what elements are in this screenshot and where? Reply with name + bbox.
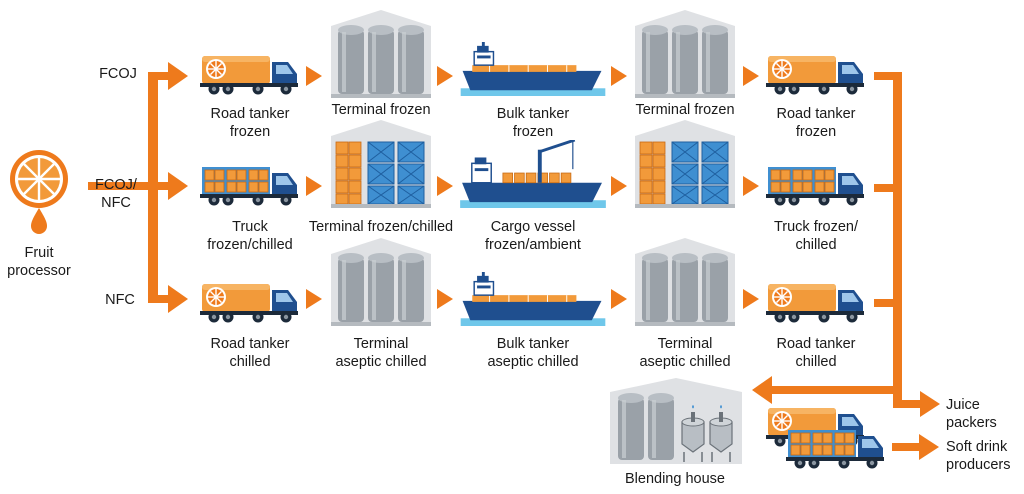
orange-slice-icon <box>9 149 69 209</box>
row-product-label-nfc: NFC <box>105 292 135 308</box>
flow-lines <box>88 62 940 460</box>
to-juice-packers-line <box>893 400 921 408</box>
bulk-tanker-ship-icon <box>460 42 606 96</box>
row-chevrons-fcoj <box>306 66 759 86</box>
road-tanker-icon <box>766 55 865 96</box>
road-tanker-icon <box>200 283 299 324</box>
bulk-tanker-ship-icon <box>460 272 606 326</box>
silo-terminal-icon <box>331 10 431 98</box>
right-stub-fcoj-nfc <box>874 184 900 192</box>
step-label: Road tanker chilled <box>776 336 856 370</box>
step-label: Terminal aseptic chilled <box>639 336 731 370</box>
step-label: Terminal frozen/chilled <box>308 219 454 235</box>
to-juice-packers-arrow <box>920 391 940 417</box>
row-product-label-fcoj: FCOJ <box>99 66 137 82</box>
branch-line-fcoj <box>148 72 170 80</box>
branch-arrow-nfc <box>168 285 188 313</box>
row-chevrons-fcoj-nfc <box>306 176 759 196</box>
to-soft-drink-line <box>892 443 920 451</box>
juice-drop-icon <box>31 208 47 234</box>
branch-line-fcoj-nfc <box>148 182 170 190</box>
source-label: Fruit processor <box>7 245 71 279</box>
cargo-vessel-icon <box>460 140 606 208</box>
source-feed-line <box>88 182 148 190</box>
to-soft-drink-arrow <box>919 434 939 460</box>
right-trunk-line <box>893 72 902 404</box>
branch-arrow-fcoj <box>168 62 188 90</box>
step-label: Truck frozen/chilled <box>207 219 293 253</box>
step-label: Road tanker chilled <box>210 336 290 370</box>
pallet-terminal-icon <box>330 119 432 208</box>
row-fcoj <box>200 10 865 98</box>
step-label: Bulk tanker aseptic chilled <box>487 336 579 370</box>
row-chevrons-nfc <box>306 289 759 309</box>
to-blending-arrow <box>752 376 772 404</box>
silo-terminal-icon <box>331 238 431 326</box>
step-label: Terminal aseptic chilled <box>335 336 427 370</box>
silo-terminal-icon <box>635 10 735 98</box>
step-label: Cargo vessel frozen/ambient <box>485 219 581 253</box>
step-label: Terminal frozen <box>331 102 431 118</box>
step-label: Road tanker frozen <box>210 106 290 140</box>
to-blending-line <box>770 386 896 394</box>
branch-arrow-fcoj-nfc <box>168 172 188 200</box>
branch-line-nfc <box>148 295 170 303</box>
pallet-truck-icon <box>200 166 299 206</box>
output-label-juice-packers: Juice packers <box>946 397 997 431</box>
right-stub-nfc <box>874 299 900 307</box>
step-label: Terminal frozen <box>635 102 735 118</box>
output-label-soft-drink-producers: Soft drink producers <box>946 439 1011 473</box>
blending-house-icon <box>609 378 743 464</box>
pallet-terminal-icon <box>634 119 736 208</box>
silo-terminal-icon <box>635 238 735 326</box>
blending-house-label: Blending house <box>625 471 725 487</box>
step-label: Bulk tanker frozen <box>496 106 570 140</box>
road-tanker-icon <box>200 55 299 96</box>
step-label: Truck frozen/ chilled <box>773 219 859 253</box>
fruit-processor-node <box>9 149 69 234</box>
pallet-truck-icon <box>786 429 885 469</box>
pallet-truck-icon <box>766 166 865 206</box>
road-tanker-icon <box>766 283 865 324</box>
right-stub-fcoj <box>874 72 900 80</box>
row-product-label-fcoj-nfc: FCOJ/ NFC <box>95 177 137 211</box>
step-label: Road tanker frozen <box>776 106 856 140</box>
